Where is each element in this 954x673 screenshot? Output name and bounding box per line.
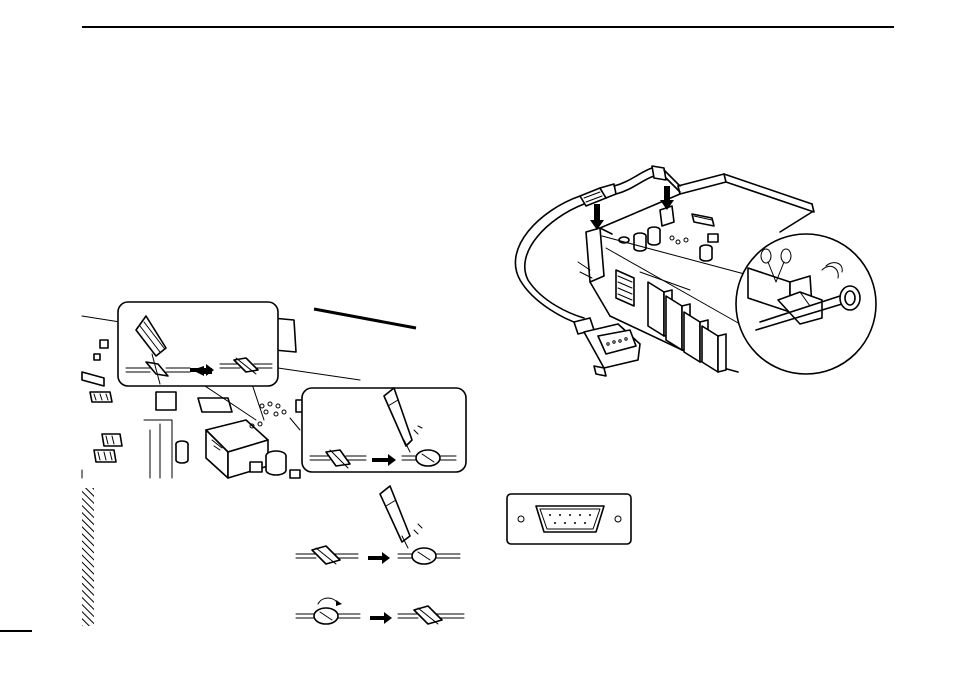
solder-steps-illustration: [0, 0, 954, 673]
